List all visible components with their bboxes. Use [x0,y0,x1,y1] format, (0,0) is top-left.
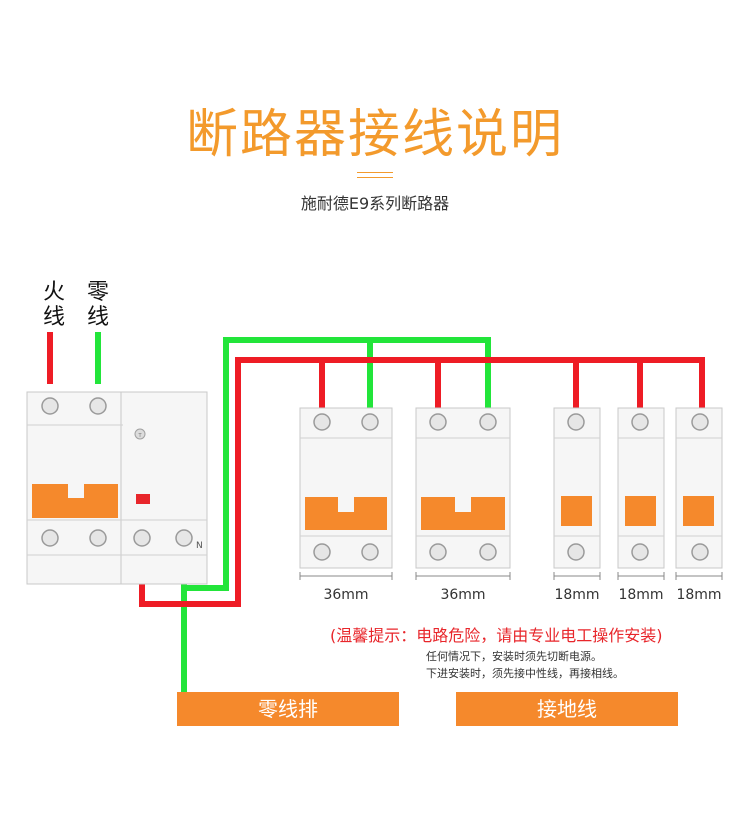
breaker-2p [415,407,511,569]
neutral-terminal-mark: N [196,541,203,551]
test-button-mark: T [137,433,142,439]
terminal-screw [479,543,497,561]
live-bus-wire [139,357,705,607]
page-title: 断路器接线说明 [185,105,564,165]
warning-note: 任何情况下，安装时须先切断电源。 [426,650,602,663]
terminal-screw [631,413,649,431]
toggle-lever [421,497,505,530]
breaker-1p [617,407,665,569]
live-wire-label: 火线 [42,280,65,330]
breaker-1p [675,407,723,569]
terminal-screw [313,543,331,561]
terminal-screw [567,413,585,431]
width-label: 36mm [323,587,368,603]
terminal-screw [41,529,59,547]
dimension-marker [617,572,665,580]
toggle-lever [625,496,656,526]
terminal-screw [89,529,107,547]
title-divider [357,177,393,178]
toggle-lever [683,496,714,526]
terminal-screw [175,529,193,547]
terminal-screw [631,543,649,561]
dimension-marker [553,572,601,580]
terminal-screw [429,543,447,561]
breaker-1p [553,407,601,569]
terminal-screw [691,543,709,561]
terminal-screw [133,529,151,547]
dimension-marker [675,572,723,580]
width-label: 36mm [440,587,485,603]
neutral-bar: 零线排 [177,692,399,726]
terminal-screw [89,397,107,415]
width-label: 18mm [554,587,599,603]
width-label: 18mm [618,587,663,603]
warning-note: 下进安装时，须先接中性线，再接相线。 [426,667,624,680]
terminal-screw [567,543,585,561]
terminal-screw [41,397,59,415]
breaker-2p [299,407,393,569]
toggle-lever [32,484,118,518]
dimension-marker [299,572,393,580]
terminal-screw [429,413,447,431]
terminal-screw [313,413,331,431]
page-subtitle: 施耐德E9系列断路器 [300,194,450,213]
terminal-screw [479,413,497,431]
main-breaker: T N [26,391,208,585]
toggle-lever [561,496,592,526]
terminal-screw [361,413,379,431]
width-label: 18mm [676,587,721,603]
terminal-screw [361,543,379,561]
test-button [134,428,146,440]
title-divider [357,172,393,173]
neutral-wire-label: 零线 [86,280,109,330]
ground-bar: 接地线 [456,692,678,726]
dimension-marker [415,572,511,580]
trip-indicator [136,494,150,504]
warning-headline: (温馨提示：电路危险，请由专业电工操作安装) [330,626,663,645]
terminal-screw [691,413,709,431]
toggle-lever [305,497,387,530]
